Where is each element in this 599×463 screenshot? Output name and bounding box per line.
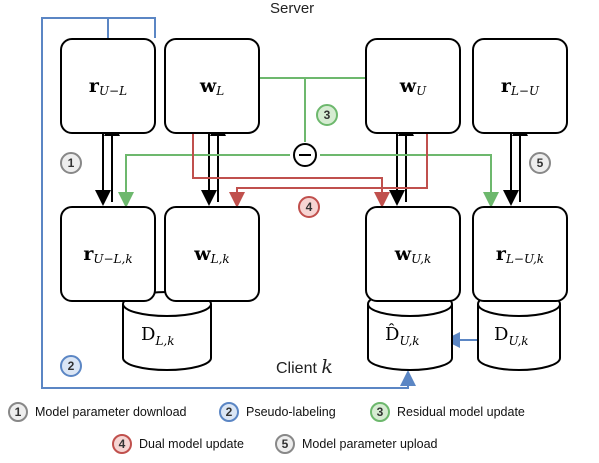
legend-badge-4: 4 bbox=[112, 434, 132, 454]
client-label-text: Client bbox=[276, 360, 317, 377]
step-badges bbox=[60, 104, 551, 377]
badge-1 bbox=[60, 152, 82, 174]
legend-item-residual: 3 Residual model update bbox=[370, 402, 525, 422]
legend-label-1: Model parameter download bbox=[35, 405, 187, 419]
legend-item-upload: 5 Model parameter upload bbox=[275, 434, 438, 454]
badge-5-text: 5 bbox=[537, 156, 544, 170]
badge-4 bbox=[298, 196, 320, 218]
legend-label-4: Dual model update bbox=[139, 437, 244, 451]
pseudo-labeled-dataset: D̂U,k bbox=[385, 324, 420, 348]
legend-badge-1: 1 bbox=[8, 402, 28, 422]
badge-5 bbox=[529, 152, 551, 174]
legend-label-2: Pseudo-labeling bbox=[246, 405, 336, 419]
badge-3-text: 3 bbox=[324, 108, 331, 122]
unlabeled-dataset: DU,k bbox=[494, 324, 529, 348]
legend-item-download: 1 Model parameter download bbox=[8, 402, 186, 422]
dual-update-path bbox=[192, 124, 428, 208]
legend-badge-5: 5 bbox=[275, 434, 295, 454]
legend-item-pseudo-labeling: 2 Pseudo-labeling bbox=[219, 402, 336, 422]
badge-4-text: 4 bbox=[306, 200, 313, 214]
client-index: k bbox=[321, 356, 333, 378]
legend-label-5: Model parameter upload bbox=[302, 437, 438, 451]
badge-2 bbox=[60, 355, 82, 377]
labeled-dataset: DL,k bbox=[141, 324, 175, 348]
badge-2-text: 2 bbox=[68, 359, 75, 373]
legend-item-dual: 4 Dual model update bbox=[112, 434, 244, 454]
badge-1-text: 1 bbox=[68, 156, 75, 170]
legend-badge-2: 2 bbox=[219, 402, 239, 422]
client-label: Client k bbox=[276, 356, 333, 378]
server-label: Server bbox=[270, 0, 315, 17]
legend-label-3: Residual model update bbox=[397, 405, 525, 419]
residual-update-path bbox=[118, 77, 499, 208]
download-upload-arrows bbox=[95, 120, 528, 206]
legend-badge-3: 3 bbox=[370, 402, 390, 422]
badge-3 bbox=[316, 104, 338, 126]
